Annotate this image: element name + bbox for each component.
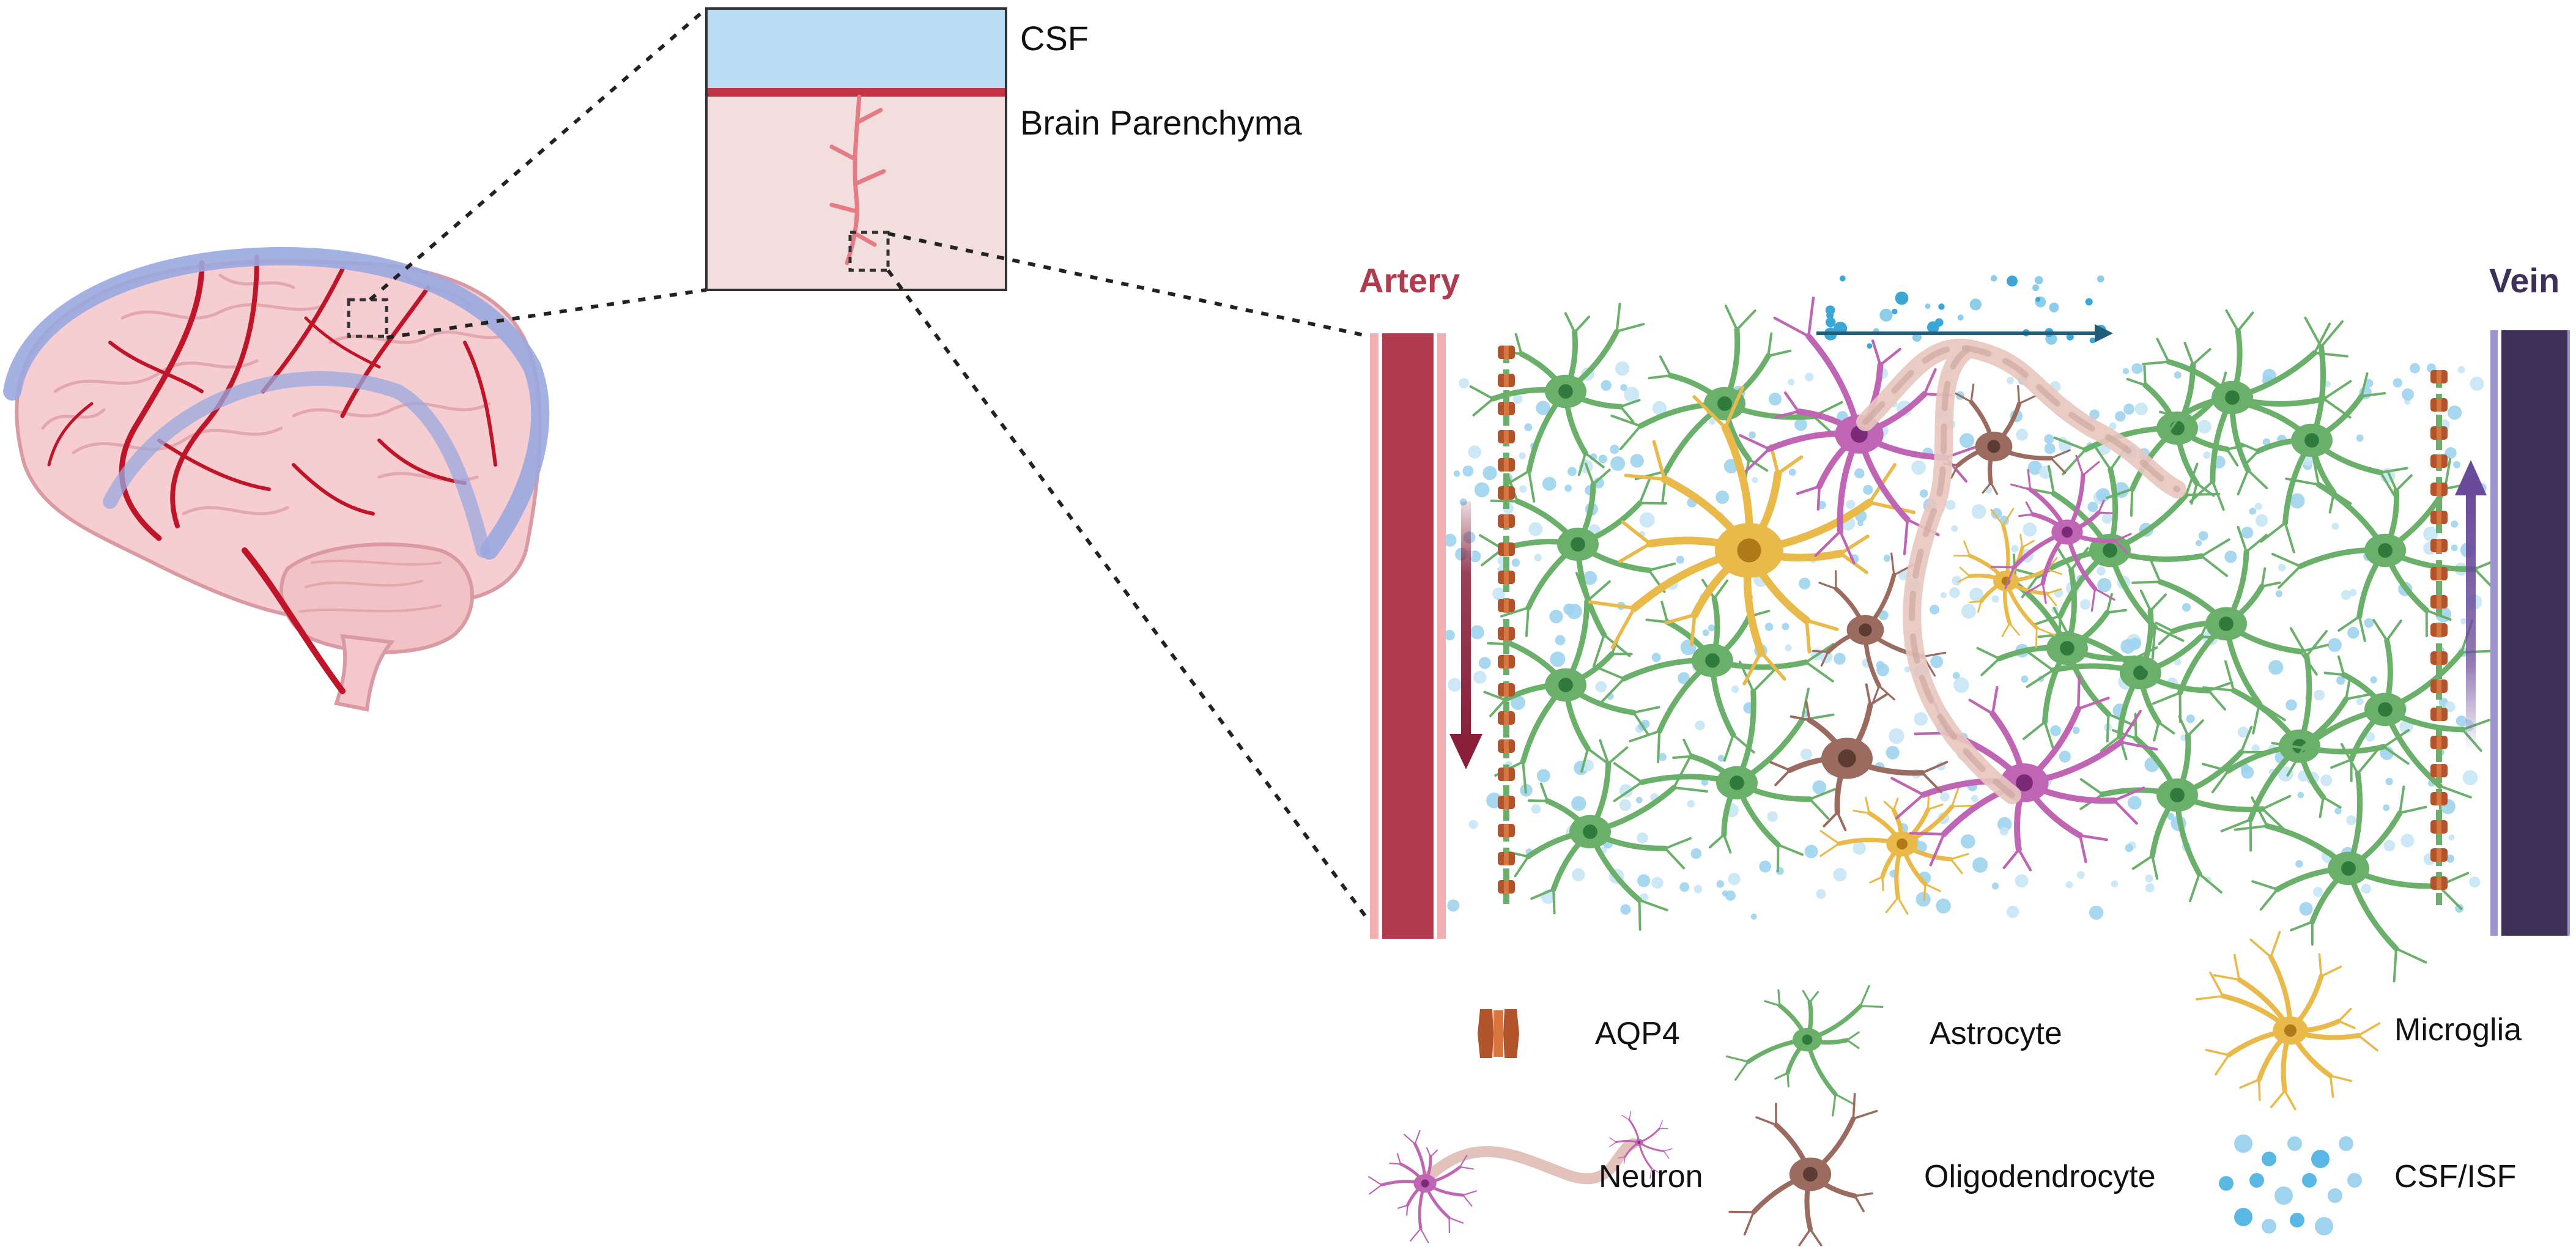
legend — [1368, 931, 2381, 1246]
vein-label: Vein — [2489, 261, 2560, 300]
zoom-lines-inset — [886, 232, 1372, 923]
cell-body — [2201, 627, 2410, 852]
artery-label: Artery — [1359, 261, 1460, 300]
cell-body — [1812, 552, 1947, 706]
vein-flow-arrow — [2455, 460, 2487, 752]
cell-body — [1725, 985, 1884, 1117]
cell-body — [1613, 661, 1836, 873]
penetrating-vessel — [829, 94, 886, 265]
legend-label-oligodendrocyte: Oligodendrocyte — [1924, 1159, 2156, 1194]
cell-body — [2271, 451, 2506, 642]
neuron-icon — [1368, 1111, 1673, 1243]
cell-body — [1469, 302, 1645, 503]
cell-body — [2234, 742, 2470, 983]
inset-zoom-box — [848, 231, 890, 272]
cell-body — [1479, 462, 1676, 668]
glymphatic-detail-panel — [1370, 275, 2570, 983]
legend-label-csf-isf: CSF/ISF — [2394, 1159, 2517, 1194]
zoom-lines-brain — [369, 7, 708, 339]
pia-membrane — [706, 88, 1006, 97]
cells — [1469, 296, 2506, 983]
inset-frame — [705, 7, 1007, 291]
cell-body — [2224, 316, 2408, 553]
flow-arrow-head — [2095, 324, 2113, 342]
legend-label-microglia: Microglia — [2394, 1012, 2522, 1048]
brain-zoom-box — [347, 298, 388, 338]
sagittal-sinus — [3, 246, 550, 560]
cell-body — [1483, 572, 1660, 794]
artery-flow-arrow — [1449, 501, 1482, 769]
csf-layer — [706, 9, 1006, 91]
brain-parenchyma-label: Brain Parenchyma — [1020, 103, 1302, 142]
cell-body — [2196, 931, 2381, 1111]
cell-body — [1610, 305, 1843, 504]
csf-label: CSF — [1020, 19, 1089, 57]
cell-body — [1769, 683, 1949, 831]
legend-label-aqp4: AQP4 — [1595, 1016, 1680, 1051]
tissue-inset — [705, 7, 1007, 291]
microglia-icon — [2196, 931, 2381, 1111]
cell-body — [2131, 525, 2329, 735]
brain-cerebellum — [279, 542, 474, 654]
vein-vessel — [2490, 330, 2570, 936]
legend-label-astrocyte: Astrocyte — [1930, 1016, 2062, 1051]
cell-body — [1504, 739, 1708, 931]
cell-body — [1990, 454, 2132, 612]
cell-body — [1609, 1111, 1673, 1179]
brain-illustration — [3, 246, 550, 712]
cell-body — [1368, 1130, 1477, 1243]
oligodendrocyte-icon — [1728, 1093, 1878, 1246]
cell-body — [1819, 785, 1975, 915]
aqp4-channel-icon — [1478, 1009, 1519, 1058]
aqp4-column-left — [1498, 346, 1515, 894]
brain-arteries — [47, 254, 497, 694]
astrocyte-icon — [1725, 985, 1884, 1117]
cell-body — [1588, 385, 1916, 686]
brain-stem — [334, 634, 395, 712]
artery-vessel — [1370, 333, 1446, 939]
cell-body — [1728, 1093, 1878, 1246]
csf-isf-droplets-icon — [2219, 1134, 2362, 1235]
legend-label-neuron: Neuron — [1599, 1159, 1703, 1194]
aqp4-column-right — [2430, 370, 2448, 890]
transverse-sinus — [103, 371, 490, 558]
cell-body — [1942, 383, 2071, 495]
